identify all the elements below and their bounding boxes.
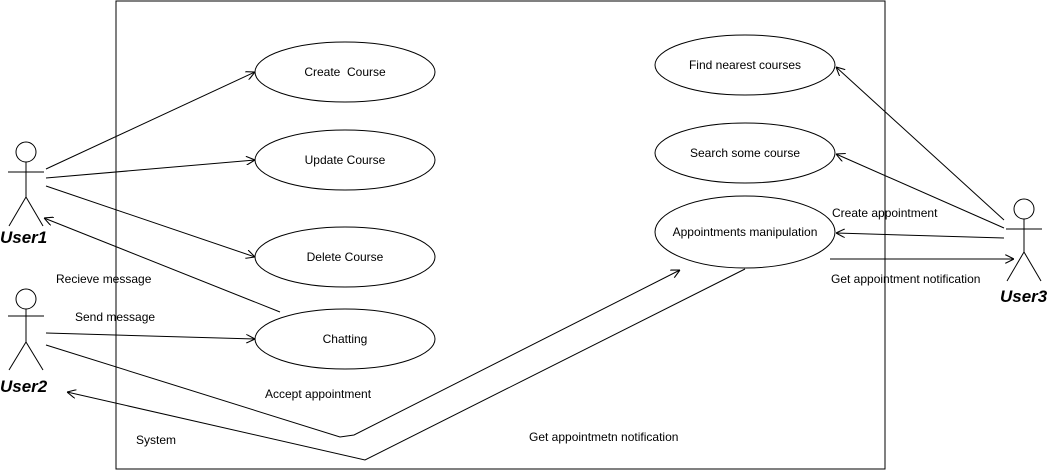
use-case-label: Update Course: [305, 153, 386, 167]
actor-name: User1: [0, 228, 47, 247]
edge-chatting-user1: [44, 218, 281, 313]
use-case-delete-course[interactable]: Delete Course: [254, 226, 436, 288]
label-get-notification-user2: Get appointmetn notification: [529, 430, 678, 444]
use-case-label: Search some course: [690, 146, 800, 160]
use-case-find-nearest-courses[interactable]: Find nearest courses: [654, 34, 836, 96]
use-case-update-course[interactable]: Update Course: [254, 129, 436, 191]
use-case-label: Delete Course: [307, 250, 384, 264]
actor-name: User3: [1000, 287, 1048, 306]
edge-user3-find-nearest: [836, 67, 1005, 221]
label-accept-appointment: Accept appointment: [265, 387, 372, 401]
use-case-label: Create Course: [304, 65, 386, 79]
edge-user1-create-course: [45, 72, 255, 170]
edge-user1-delete-course: [45, 185, 255, 257]
edge-user2-chatting: [45, 332, 255, 339]
use-case-search-some-course[interactable]: Search some course: [654, 122, 836, 184]
actor-user1[interactable]: User1: [0, 141, 47, 247]
edge-user3-appointments: [836, 233, 1005, 239]
use-case-chatting[interactable]: Chatting: [254, 308, 436, 370]
system-label: System: [136, 433, 176, 447]
label-send-message: Send message: [75, 310, 155, 324]
edge-user1-update-course: [45, 160, 255, 179]
label-receive-message: Recieve message: [56, 272, 152, 286]
use-case-create-course[interactable]: Create Course: [254, 41, 436, 103]
use-case-appointments-manipulation[interactable]: Appointments manipulation: [654, 195, 836, 269]
actor-name: User2: [0, 377, 48, 396]
system-boundary: [115, 0, 886, 470]
use-case-label: Chatting: [323, 332, 368, 346]
edge-user3-search-course: [836, 154, 1005, 229]
use-case-label: Appointments manipulation: [673, 225, 818, 239]
label-create-appointment: Create appointment: [832, 206, 938, 220]
use-case-label: Find nearest courses: [689, 58, 801, 72]
edge-appointments-user2: [67, 268, 746, 461]
label-get-notification-user3: Get appointment notification: [831, 272, 980, 286]
actor-user3[interactable]: User3: [1000, 198, 1048, 306]
actor-user2[interactable]: User2: [0, 288, 48, 396]
edge-user2-appointments: [45, 270, 680, 438]
